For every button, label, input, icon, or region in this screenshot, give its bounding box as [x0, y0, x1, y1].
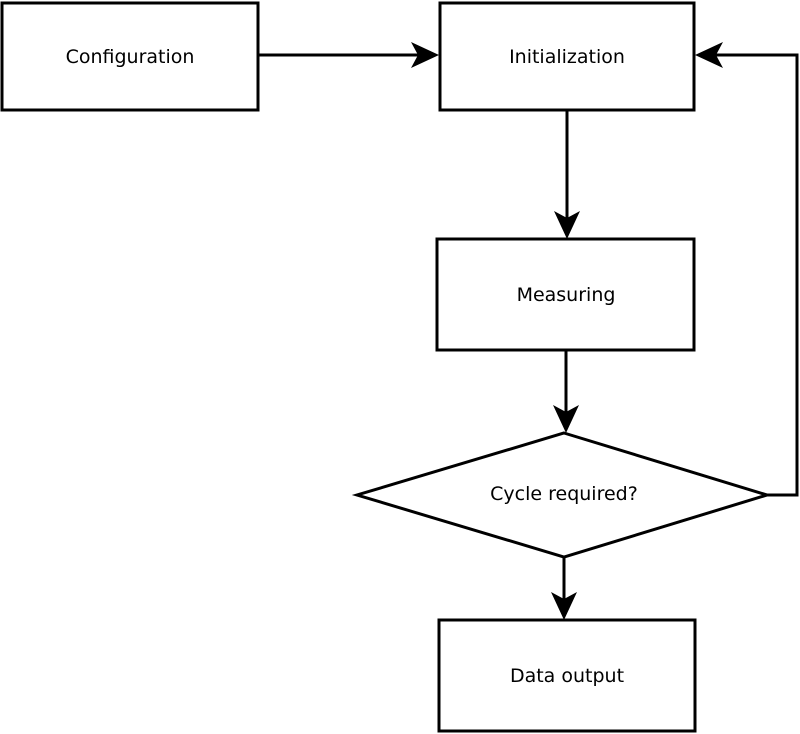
node-initialization: Initialization: [438, 1, 696, 112]
configuration-box: [0, 1, 260, 112]
arrowhead-left-icon: [695, 42, 723, 68]
cycle-required-label: Cycle required?: [490, 483, 638, 505]
arrowhead-right-icon: [411, 42, 439, 68]
node-measuring: Measuring: [435, 237, 696, 352]
measuring-label: Measuring: [517, 284, 616, 306]
edge-configuration-to-initialization: [258, 42, 439, 68]
data-output-label: Data output: [510, 665, 624, 687]
edge-line: [716, 53, 799, 497]
arrowhead-down-icon: [554, 211, 580, 239]
arrowhead-down-icon: [553, 405, 579, 433]
initialization-box: [438, 1, 696, 112]
node-cycle-required: Cycle required?: [351, 431, 773, 559]
configuration-label: Configuration: [66, 46, 195, 68]
data-output-box: [437, 618, 697, 733]
measuring-box: [435, 237, 696, 352]
cycle-required-diamond: [351, 431, 773, 559]
edge-measuring-to-cycle-required: [553, 350, 579, 433]
node-data-output: Data output: [437, 618, 697, 733]
arrowhead-down-icon: [551, 592, 577, 620]
edge-cycle-required-to-data-output: [551, 557, 577, 620]
initialization-label: Initialization: [509, 46, 625, 68]
node-configuration: Configuration: [0, 1, 260, 112]
edge-initialization-to-measuring: [554, 110, 580, 239]
edge-cycle-required-to-initialization-loop: [695, 42, 799, 497]
